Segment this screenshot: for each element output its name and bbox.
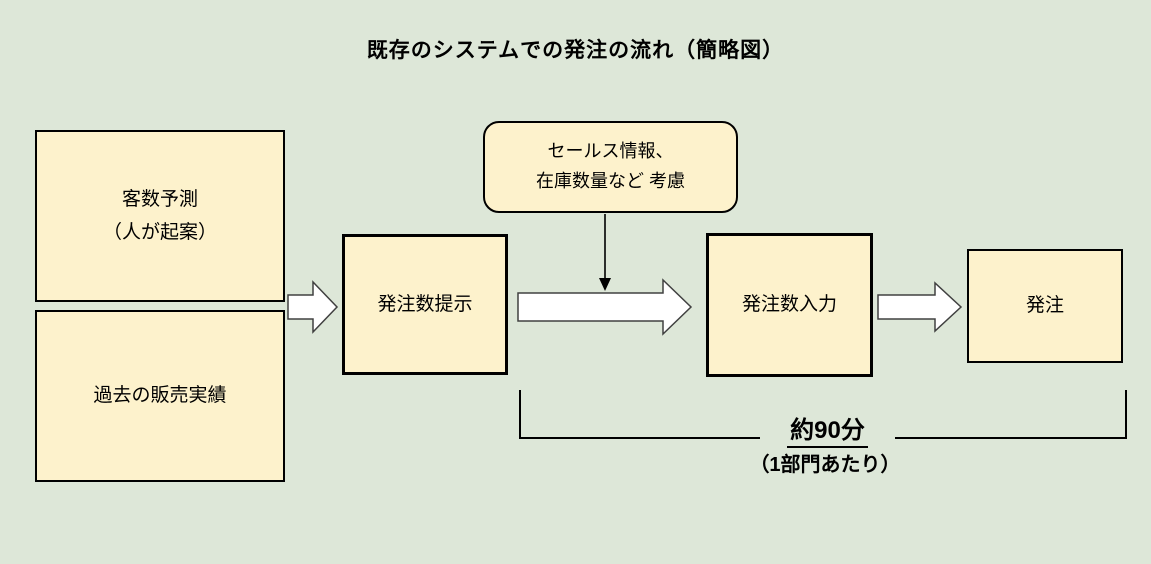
note-sales-info: セールス情報、 在庫数量など 考慮 — [483, 121, 738, 213]
duration-unit-label: （1部門あたり） — [749, 454, 901, 476]
box-order-label: 発注 — [1025, 295, 1064, 317]
duration-label-wrap: 約90分 — [745, 410, 910, 448]
bracket-left-line — [519, 437, 760, 439]
flow-arrow-suggestion-to-input — [517, 278, 693, 336]
box-order-input-label: 発注数入力 — [741, 294, 837, 316]
box-order: 発注 — [967, 249, 1123, 363]
flow-arrow-inputs-to-suggestion — [287, 280, 339, 334]
box-order-input: 発注数入力 — [706, 233, 873, 377]
box-order-suggestion: 発注数提示 — [342, 234, 508, 375]
note-sales-info-label: セールス情報、 在庫数量など 考慮 — [535, 141, 685, 191]
flow-arrow-input-to-order — [877, 281, 963, 333]
bracket-right-line — [895, 437, 1127, 439]
duration-label: 約90分 — [787, 410, 868, 448]
bracket-left-tick — [519, 390, 521, 439]
box-past-sales: 過去の販売実績 — [35, 310, 285, 482]
bracket-right-tick — [1125, 390, 1127, 439]
box-order-suggestion-label: 発注数提示 — [377, 293, 473, 315]
box-past-sales-label: 過去の販売実績 — [93, 385, 227, 407]
diagram-title: 既存のシステムでの発注の流れ（簡略図） — [366, 39, 785, 62]
box-customer-forecast: 客数予測 （人が起案） — [35, 130, 285, 302]
box-customer-forecast-label: 客数予測 （人が起案） — [102, 188, 217, 243]
note-down-arrow-icon — [599, 214, 611, 291]
